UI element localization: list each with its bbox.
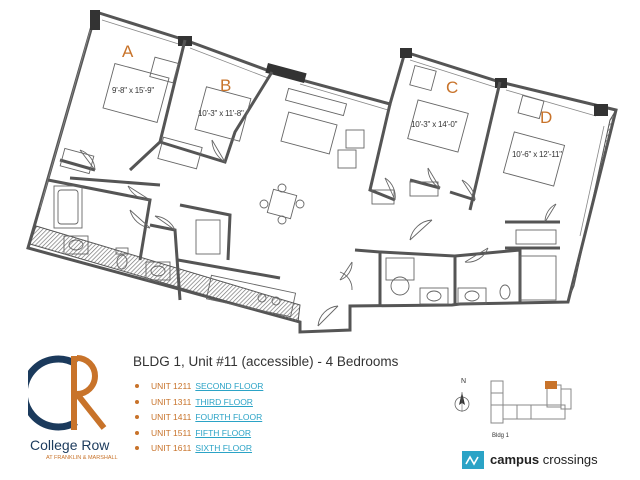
bullet-icon — [135, 384, 139, 388]
room-b-dimension: 10'-3" x 11'-8" — [198, 109, 244, 118]
unit-number: UNIT 1611 — [151, 443, 192, 453]
logo-name: College Row — [30, 437, 110, 453]
floor-link-sixth[interactable]: SIXTH FLOOR — [195, 443, 253, 453]
floor-link-fifth[interactable]: FIFTH FLOOR — [195, 427, 252, 438]
building-key-map — [490, 380, 572, 424]
floor-link-third[interactable]: THIRD FLOOR — [195, 396, 253, 407]
building-label: Bldg 1 — [492, 433, 510, 439]
unit-number: UNIT 1511 — [151, 427, 192, 438]
columns — [90, 10, 608, 116]
unit-number: UNIT 1211 — [151, 381, 192, 391]
campus-crossings-logo-icon — [462, 451, 484, 469]
window-lines — [39, 19, 605, 237]
bullet-icon — [135, 415, 139, 419]
room-d-letter: D — [540, 108, 553, 127]
floor-link-fourth[interactable]: FOURTH FLOOR — [195, 412, 263, 422]
bullet-icon — [135, 399, 139, 404]
brand-text: campus crossings — [490, 452, 598, 467]
door-swings — [79, 139, 557, 327]
north-arrow-icon — [454, 392, 470, 412]
room-d-dimension: 10'-6" x 12'-11" — [512, 150, 562, 159]
room-c-dimension: 10'-3" x 14'-0" — [411, 120, 458, 129]
college-row-logo-icon — [28, 355, 107, 431]
exterior-wall-hatch — [29, 109, 617, 323]
north-label: N — [461, 378, 467, 385]
logo-subtitle: AT FRANKLIN & MARSHALL — [46, 455, 118, 461]
exterior-walls — [26, 10, 618, 334]
floor-plan — [26, 10, 618, 334]
unit-number: UNIT 1411 — [151, 412, 192, 422]
room-a-dimension: 9'-8" x 15'-9" — [112, 86, 154, 95]
fixtures — [53, 56, 566, 318]
room-b-letter: B — [220, 76, 232, 95]
floor-link-second[interactable]: SECOND FLOOR — [195, 381, 264, 391]
bullet-icon — [135, 430, 139, 435]
brand-rest: crossings — [539, 452, 598, 467]
brand-bold: campus — [490, 452, 540, 467]
unit-number: UNIT 1311 — [151, 396, 192, 407]
room-c-letter: C — [446, 78, 459, 97]
bullet-icon — [135, 446, 139, 450]
unit-title: BLDG 1, Unit #11 (accessible) - 4 Bedroo… — [133, 354, 399, 369]
interior-walls — [47, 39, 560, 305]
room-a-letter: A — [122, 42, 134, 61]
